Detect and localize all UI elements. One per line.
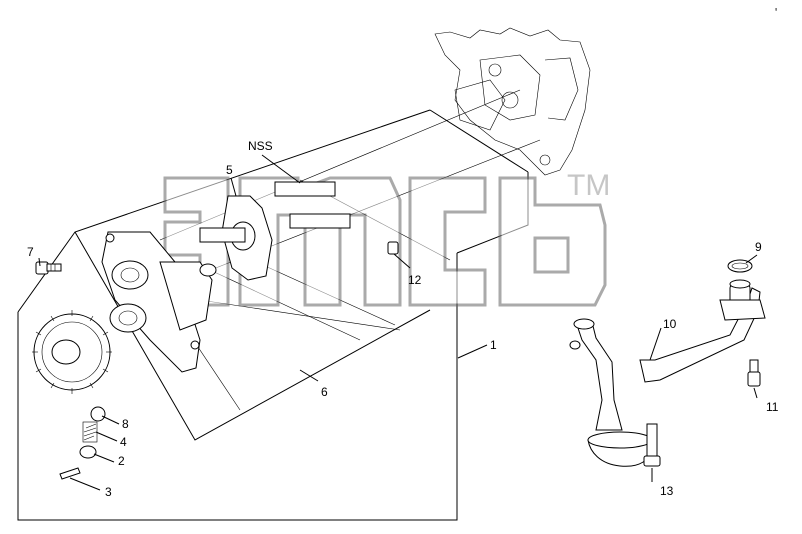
callout-5: 5 xyxy=(226,163,233,177)
callout-13: 13 xyxy=(660,484,674,498)
relief-plunger-2-icon xyxy=(79,445,97,459)
oil-pump-housing-icon xyxy=(101,231,213,373)
callout-9: 9 xyxy=(755,240,762,254)
callout-3: 3 xyxy=(105,485,112,499)
callout-12: 12 xyxy=(408,273,422,287)
bolt-13-icon xyxy=(643,423,661,467)
callout-2: 2 xyxy=(118,454,125,468)
callout-nss: NSS xyxy=(248,139,273,153)
callout-1: 1 xyxy=(490,338,497,352)
trademark-text: TM xyxy=(567,169,610,202)
relief-ball-8-icon xyxy=(90,406,106,422)
oil-strainer-assembly-icon xyxy=(569,279,766,467)
callout-10: 10 xyxy=(663,317,677,331)
callout-8: 8 xyxy=(122,417,129,431)
inner-gear-5-icon xyxy=(199,181,351,281)
callout-labels: 1 2 3 4 5 6 7 8 9 10 11 12 13 NSS xyxy=(27,139,779,499)
callout-4: 4 xyxy=(120,435,127,449)
relief-spring-4-icon xyxy=(82,421,98,443)
drive-gear-icon xyxy=(32,310,112,394)
pin-3-icon xyxy=(59,467,81,480)
engine-block-outline xyxy=(434,27,591,176)
assembly-boundary xyxy=(17,109,529,521)
bolt-7-icon xyxy=(35,261,62,275)
bolt-11-icon xyxy=(747,359,761,387)
corner-code: g xyxy=(775,6,777,11)
leader-lines xyxy=(38,154,758,491)
callout-7: 7 xyxy=(27,245,34,259)
callout-11: 11 xyxy=(766,400,779,414)
callout-6: 6 xyxy=(321,385,328,399)
dowel-12-icon xyxy=(387,241,399,255)
